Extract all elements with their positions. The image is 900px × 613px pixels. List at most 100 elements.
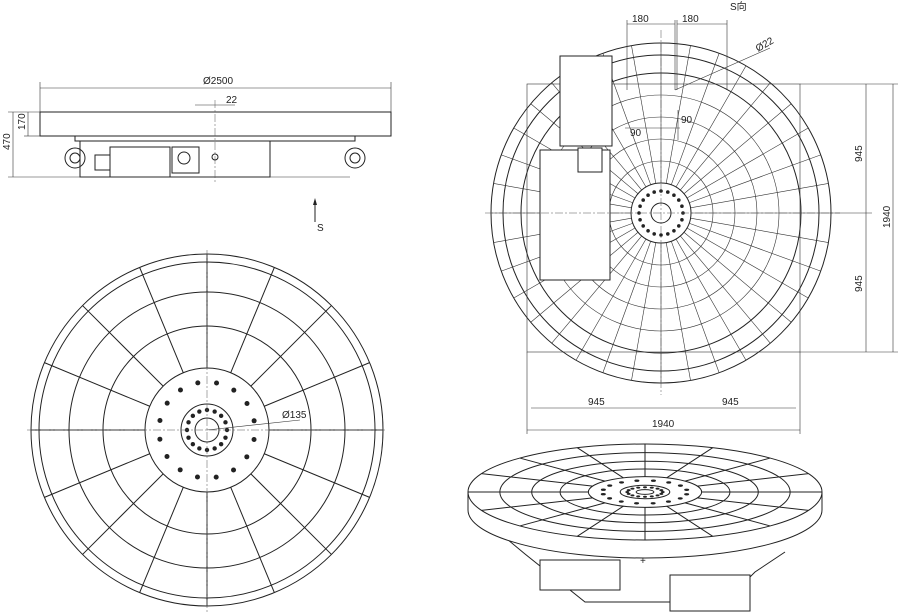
inner-bolt-hole (197, 409, 202, 414)
bolt-hole (666, 481, 672, 484)
radial-slot (250, 305, 332, 387)
rib (686, 127, 809, 199)
bolt-hole (665, 500, 671, 503)
dim-horiz-half-left: 945 (588, 397, 605, 408)
radial-slot (666, 447, 714, 479)
inner-bolt-hole (626, 492, 631, 495)
bolt-hole (213, 474, 219, 480)
bolt-hole (619, 481, 625, 484)
bolt-hole (164, 454, 170, 460)
rib (680, 235, 771, 344)
inner-bolt-hole (212, 446, 217, 451)
dim-vert-half-bottom: 945 (854, 275, 865, 292)
dim-slot: 22 (226, 95, 238, 106)
rib (690, 183, 829, 209)
side-view: Ø2500 22 470 170 S (2, 76, 392, 234)
leader-line (674, 47, 771, 91)
bolt-hole (680, 217, 684, 222)
radial-slot (250, 473, 332, 555)
rib (689, 154, 821, 204)
bolt-hole (646, 193, 650, 198)
dim-offset-v: 90 (681, 115, 693, 126)
rib (665, 242, 691, 381)
inner-bolt-hole (625, 491, 630, 493)
rib (631, 45, 657, 184)
gearbox-block (539, 149, 611, 281)
inner-bolt-hole (630, 494, 635, 497)
table-top (39, 111, 392, 137)
bolt-hole (638, 204, 642, 209)
rib (680, 82, 771, 191)
isometric-view (467, 443, 823, 612)
dim-hole: Ø22 (754, 35, 776, 54)
bolt-hole (251, 418, 257, 424)
rib (683, 232, 792, 323)
bolt-hole (652, 232, 657, 236)
bolt-hole (677, 497, 683, 500)
inner-bolt-hole (186, 420, 191, 425)
rib (575, 238, 647, 361)
dim-horiz-total: 1940 (652, 419, 675, 430)
radial-slot (139, 267, 184, 373)
bolt-hole (680, 204, 684, 209)
bolt-hole (672, 228, 676, 233)
radial-slot (697, 497, 809, 511)
rib (631, 242, 657, 381)
bolt-hole (665, 232, 670, 236)
inner-bolt-hole (223, 435, 228, 440)
bolt-hole (634, 479, 640, 482)
bolt-hole (600, 488, 606, 491)
bolt-hole (646, 228, 650, 233)
rib (670, 53, 720, 185)
bolt-hole (676, 224, 681, 228)
inner-bolt-hole (649, 486, 654, 489)
inner-bolt-hole (197, 446, 202, 451)
inner-bolt-hole (190, 441, 196, 447)
bolt-hole (665, 190, 670, 194)
dim-diameter: Ø2500 (203, 76, 233, 87)
rib (602, 241, 652, 373)
rib (675, 65, 747, 188)
motor-box (669, 574, 751, 612)
radial-slot (82, 305, 164, 387)
radial-slot (519, 502, 606, 527)
bolt-hole (214, 380, 220, 386)
bolt-hole (638, 217, 642, 222)
inner-bolt-hole (636, 486, 641, 489)
motor-box (109, 146, 171, 178)
dim-vert-total: 1940 (882, 205, 893, 228)
dim-bore: Ø135 (282, 410, 307, 421)
bolt-hole (676, 198, 681, 202)
bolt-hole (177, 467, 183, 473)
dim-vert-half-top: 945 (854, 145, 865, 162)
bolt-hole (157, 436, 163, 442)
inner-bolt-hole (630, 487, 635, 490)
inner-bolt-hole (643, 486, 647, 489)
bolt-hole (659, 233, 663, 237)
rib (690, 217, 829, 243)
rib (683, 103, 792, 194)
bolt-hole (684, 493, 690, 496)
radial-slot (697, 473, 809, 487)
radial-slot (82, 473, 164, 555)
rib (665, 45, 691, 184)
inner-bolt-hole (649, 495, 654, 498)
radial-slot (230, 487, 275, 593)
bolt-hole (677, 484, 683, 487)
radial-slot (576, 505, 624, 537)
bolt-hole (195, 380, 201, 386)
base-outline (526, 83, 801, 353)
bolt-hole (607, 484, 613, 487)
inner-bolt-hole (660, 491, 665, 493)
radial-slot (230, 267, 275, 373)
direction-label: S (317, 223, 324, 234)
bolt-hole (641, 198, 646, 202)
radial-slot (684, 457, 771, 482)
dim-offset-h: 90 (630, 128, 642, 139)
bolt-hole (650, 479, 656, 482)
inner-bolt-hole (626, 489, 631, 492)
rib (689, 222, 821, 272)
radial-slot (576, 447, 624, 479)
inner-bolt-hole (659, 489, 664, 492)
